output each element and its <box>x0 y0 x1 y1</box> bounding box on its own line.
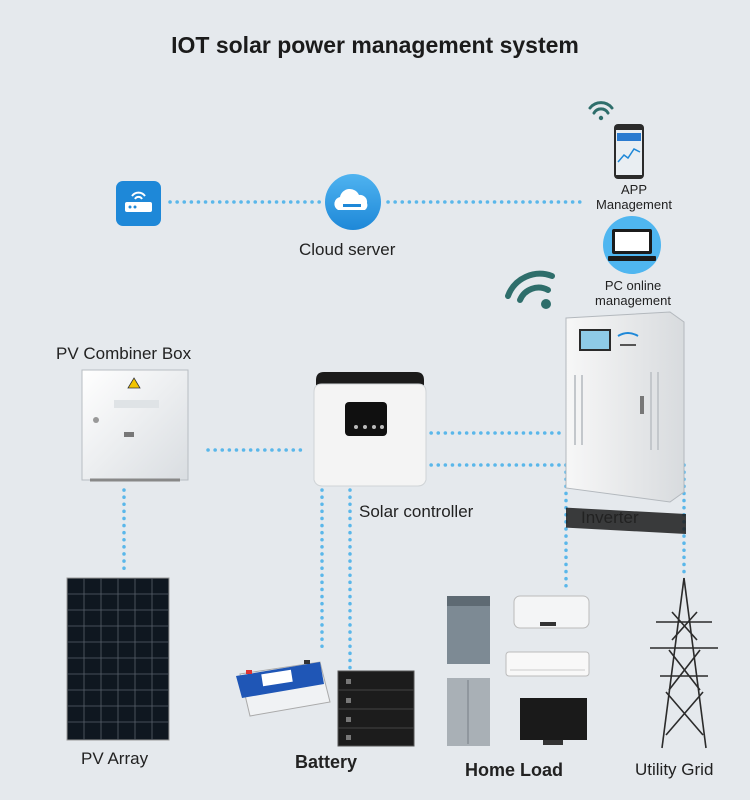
appliance-air-conditioner <box>505 651 590 677</box>
solar-controller <box>313 372 427 487</box>
pv-array-label: PV Array <box>81 749 149 768</box>
appliance-washer <box>447 596 490 664</box>
utility-grid-tower <box>650 577 718 749</box>
pc-monitor-icon <box>603 216 661 274</box>
solar-controller-label: Solar controller <box>359 502 474 521</box>
wifi-large-icon <box>505 270 555 309</box>
page-title: IOT solar power management system <box>171 32 579 58</box>
pv-combiner-box <box>81 369 189 482</box>
router-icon <box>116 181 161 226</box>
app-management-label: APP Management <box>582 182 686 212</box>
cloud-server-label: Cloud server <box>299 240 396 259</box>
app-management-line2: Management <box>596 197 672 212</box>
pc-management-line2: management <box>595 293 671 308</box>
utility-grid-label: Utility Grid <box>635 760 714 779</box>
pv-combiner-box-label: PV Combiner Box <box>56 344 192 363</box>
inverter-label: Inverter <box>581 508 639 527</box>
appliance-tv <box>520 698 587 745</box>
battery-rack <box>337 670 415 747</box>
battery-lead-acid <box>236 660 331 717</box>
home-load-label: Home Load <box>465 760 564 780</box>
pc-management-label: PC online management <box>580 278 686 308</box>
pv-array-panel <box>66 577 170 741</box>
battery-label: Battery <box>295 752 358 772</box>
pc-management-line1: PC online <box>604 278 662 293</box>
phone-icon <box>614 124 644 179</box>
app-management-line1: APP <box>620 182 647 197</box>
appliance-fridge <box>447 678 490 746</box>
wifi-icon <box>588 101 614 121</box>
cloud-icon <box>325 174 381 230</box>
inverter-cabinet <box>565 311 686 534</box>
appliance-water-heater <box>513 595 590 629</box>
